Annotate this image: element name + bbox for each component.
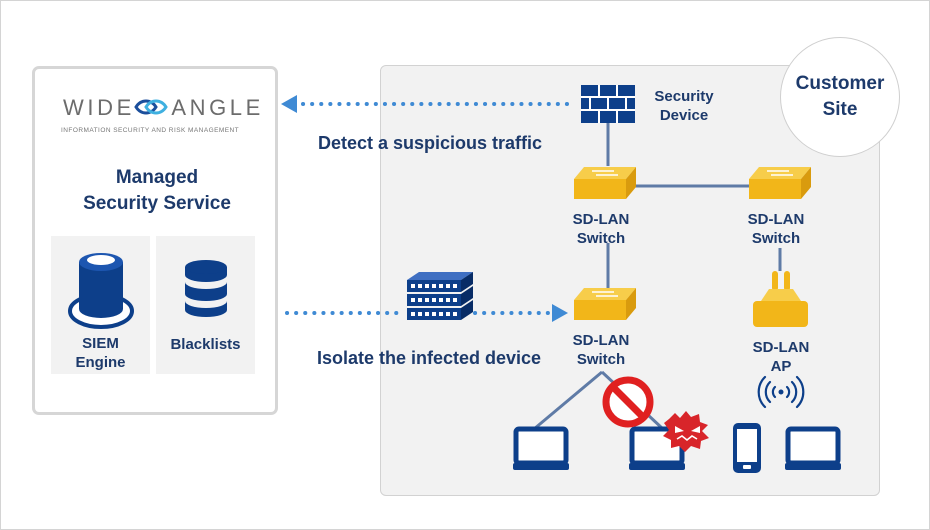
detect-arrowhead [281, 95, 297, 113]
sdlan-ap-label: SD-LAN AP [752, 339, 810, 375]
logo-wordmark: WIDE ANGLE [63, 95, 264, 120]
blacklists-box [156, 236, 255, 374]
laptop-icon [513, 426, 569, 470]
firewall-icon [581, 85, 635, 123]
managed-security-service-title: Managed Security Service [83, 167, 231, 214]
smartphone-icon [733, 423, 761, 473]
managed-switch-icon [407, 272, 473, 320]
malware-virus-icon [663, 411, 709, 452]
network-links [533, 123, 782, 431]
siem-engine-label: SIEM Engine [75, 335, 126, 371]
sdlan-switch-label: SD-LAN Switch [572, 332, 630, 368]
isolate-flow-label: Isolate the infected device [316, 348, 542, 368]
blacklists-database-icon [185, 260, 227, 317]
sdlan-switch-label: SD-LAN Switch [747, 211, 805, 247]
security-device-label: Security Device [654, 88, 714, 124]
logo-brand-text: WIDE ANGLE [63, 95, 264, 120]
laptop-icon [785, 426, 841, 470]
sdlan-switch-label: SD-LAN Switch [572, 211, 630, 247]
wide-angle-logo-icon [134, 99, 168, 115]
customer-site-bubble [780, 37, 900, 157]
sdlan-switch-icon [574, 288, 636, 320]
access-point-icon [753, 271, 808, 327]
sdlan-switch-icon [749, 167, 811, 199]
detect-flow-label: Detect a suspicious traffic [317, 133, 543, 153]
flow-arrows [281, 95, 569, 322]
blacklists-label: Blacklists [170, 336, 241, 353]
link-switch-to-laptop-1 [533, 370, 603, 431]
siem-engine-icon [68, 253, 134, 329]
isolate-arrowhead [552, 304, 568, 322]
sdlan-switch-icon [574, 167, 636, 199]
logo-tagline: INFORMATION SECURITY AND RISK MANAGEMENT [61, 127, 240, 134]
block-sign-icon [602, 376, 654, 428]
wifi-signal-icon [757, 375, 805, 409]
customer-site-title: Customer Site [795, 73, 885, 120]
